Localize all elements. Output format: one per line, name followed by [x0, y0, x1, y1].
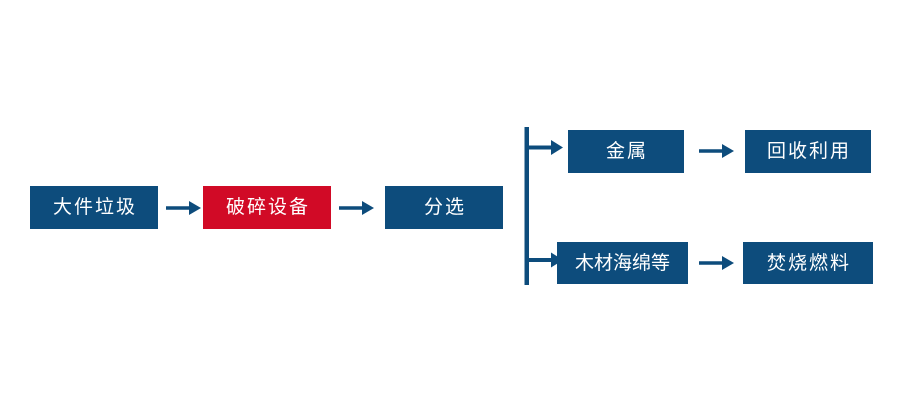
- node-recycling-reuse: 回收利用: [745, 130, 871, 173]
- arrow-crusher-to-sorting: [339, 198, 375, 218]
- node-crushing-equipment: 破碎设备: [203, 186, 331, 229]
- node-bulky-waste: 大件垃圾: [30, 186, 158, 229]
- arrow-wood-to-incineration-fuel: [699, 253, 735, 273]
- node-incineration-fuel: 焚烧燃料: [743, 242, 873, 284]
- node-sorting: 分选: [385, 186, 503, 229]
- arrow-metal-to-recycle: [699, 141, 735, 161]
- branch-bracket-connector: [520, 125, 568, 287]
- arrow-bulky-waste-to-crusher: [166, 198, 202, 218]
- node-wood-sponge-etc: 木材海绵等: [557, 242, 688, 284]
- node-metal: 金属: [568, 130, 684, 173]
